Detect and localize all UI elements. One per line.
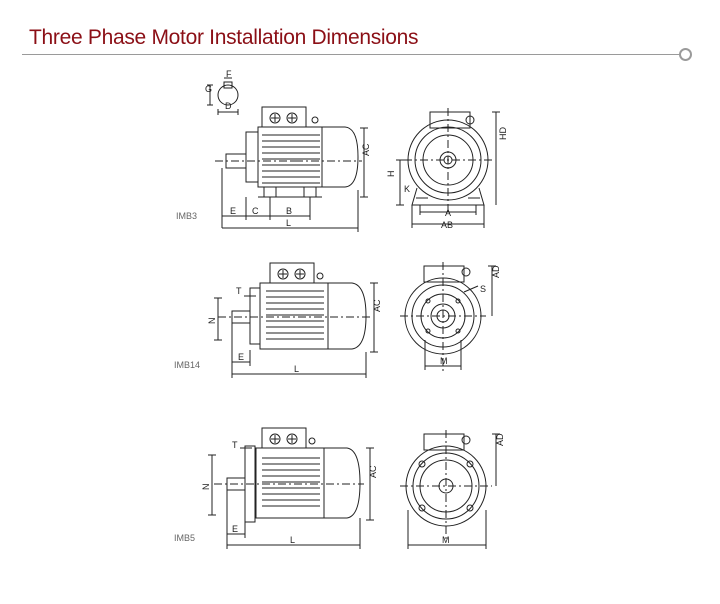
imb14-dim-l: L [294,364,299,374]
imb14-dim-ac: AC [372,299,382,312]
imb14-side-view [214,262,378,378]
imb14-dim-s: S [480,284,486,294]
imb3-dim-c: C [252,206,259,216]
imb5-front-view [400,430,500,549]
imb3-mount-label: IMB3 [176,211,197,221]
imb3-dim-ab: AB [441,220,453,230]
imb3-dim-b: B [286,206,292,216]
imb3-dim-d: D [225,101,232,111]
imb5-dim-l: L [290,535,295,545]
imb3-side-view [215,106,368,232]
imb14-dim-t: T [236,286,242,296]
imb3-dim-h: H [386,171,396,178]
imb5-mount-label: IMB5 [174,533,195,543]
shaft-key-detail [207,77,239,115]
imb14-front-view [400,262,496,372]
imb5-dim-t: T [232,440,238,450]
title-divider [22,54,680,55]
imb5-dim-e: E [232,524,238,534]
imb14-dim-ad: AD [491,265,501,278]
divider-end-circle [679,48,692,61]
imb3-dim-g: G [205,84,212,94]
imb3-dim-a: A [445,208,451,218]
imb3-dim-k: K [404,184,410,194]
imb3-front-view [396,108,500,228]
imb3-dim-e: E [230,206,236,216]
diagram-imb5 [208,427,500,549]
imb3-dim-f: F [226,69,232,79]
imb5-side-view [208,427,374,549]
imb14-dim-m: M [440,356,448,366]
imb5-dim-n: N [201,484,211,491]
imb14-dim-n: N [207,318,217,325]
imb3-dim-ac: AC [361,143,371,156]
imb5-dim-ad: AD [495,433,505,446]
imb3-dim-l: L [286,218,291,228]
imb5-dim-m: M [442,535,450,545]
page-title: Three Phase Motor Installation Dimension… [29,26,419,49]
imb5-dim-ac: AC [368,465,378,478]
imb14-mount-label: IMB14 [174,360,200,370]
imb3-dim-hd: HD [498,127,508,140]
imb14-dim-e: E [238,352,244,362]
diagram-imb14 [214,262,496,378]
diagram-imb3 [207,77,500,232]
